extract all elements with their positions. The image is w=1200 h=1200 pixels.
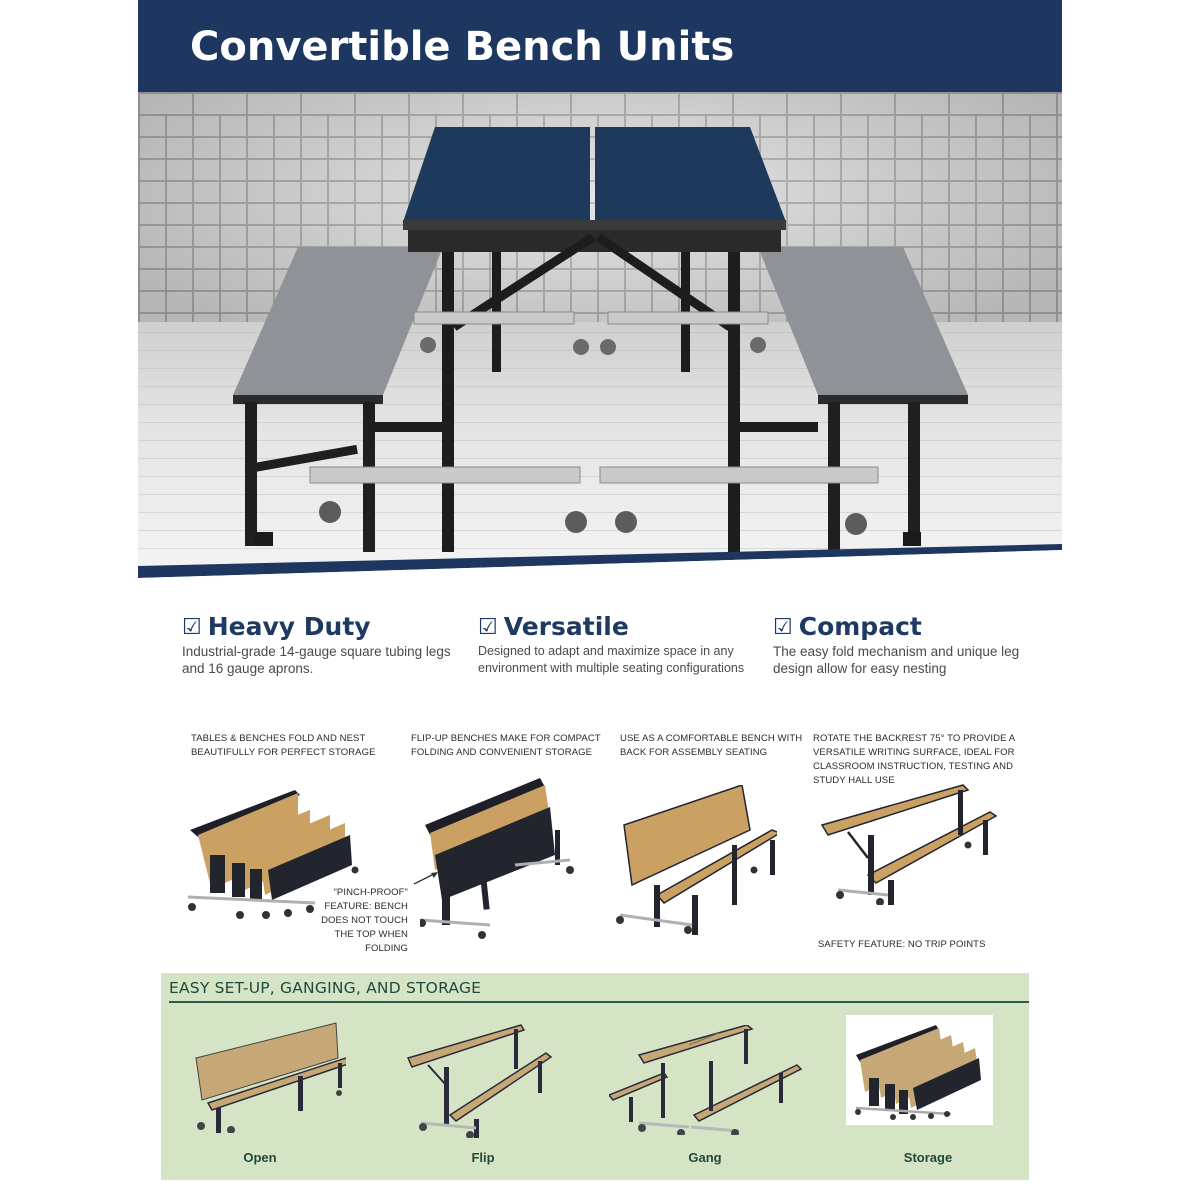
feature-description-line: Designed to adapt and maximize space in … [478,644,734,658]
feature-title: ☑Heavy Duty [182,612,451,643]
feature-description-line: design allow for easy nesting [773,661,947,676]
feature-description-line: environment with multiple seating config… [478,661,745,675]
nested-folded-tables-image [187,790,359,919]
setup-panel-title: EASY SET-UP, GANGING, AND STORAGE [169,979,482,997]
caption-line: USE AS A COMFORTABLE BENCH WITH [620,733,803,744]
callout-line: DOES NOT TOUCH [321,915,408,926]
caption-nested-storage: TABLES & BENCHES FOLD AND NEST BEAUTIFUL… [191,732,376,760]
callout-line: FOLDING [365,943,408,954]
checkbox-icon: ☑ [182,615,202,640]
flip-bench-image [406,1024,553,1138]
caption-line: BEAUTIFULLY FOR PERFECT STORAGE [191,747,376,758]
caption-line: VERSATILE WRITING SURFACE, IDEAL FOR [813,747,1015,758]
feature-title: ☑Compact [773,612,1019,643]
feature-description-line: and 16 gauge aprons. [182,661,314,676]
caption-line: ROTATE THE BACKREST 75° TO PROVIDE A [813,733,1016,744]
caption-line: STUDY HALL USE [813,775,895,786]
feature-title-text: Versatile [503,612,629,641]
caption-writing-surface: ROTATE THE BACKREST 75° TO PROVIDE A VER… [813,732,1015,788]
stored-tables-image [855,1025,981,1120]
feature-title: ☑Versatile [478,612,744,643]
page-title: Convertible Bench Units [190,24,735,70]
setup-label-gang: Gang [688,1150,722,1165]
callout-line: THE TOP WHEN [334,929,408,940]
pinch-proof-callout: "PINCH-PROOF" FEATURE: BENCH DOES NOT TO… [318,886,408,956]
caption-line: FOLDING AND CONVENIENT STORAGE [411,747,593,758]
flip-up-bench-image [420,778,574,939]
header-banner: Convertible Bench Units [138,0,1062,92]
caption-bench-with-back: USE AS A COMFORTABLE BENCH WITH BACK FOR… [620,732,802,760]
writing-surface-bench-image [820,784,998,905]
caption-line: TABLES & BENCHES FOLD AND NEST [191,733,366,744]
bench-with-back-image [616,785,777,935]
feature-versatile: ☑Versatile Designed to adapt and maximiz… [478,612,744,677]
feature-description: Industrial-grade 14-gauge square tubing … [182,643,451,677]
callout-line: "PINCH-PROOF" [333,887,408,898]
feature-title-text: Heavy Duty [207,612,371,641]
checkbox-icon: ☑ [773,615,793,640]
feature-description: Designed to adapt and maximize space in … [478,643,744,677]
feature-heavy-duty: ☑Heavy Duty Industrial-grade 14-gauge sq… [182,612,451,677]
caption-flip-up: FLIP-UP BENCHES MAKE FOR COMPACT FOLDING… [411,732,601,760]
caption-line: CLASSROOM INSTRUCTION, TESTING AND [813,761,1014,772]
setup-panel: EASY SET-UP, GANGING, AND STORAGE Open F… [161,973,1029,1180]
ganged-table-image [609,1025,803,1135]
safety-footnote: SAFETY FEATURE: NO TRIP POINTS [818,939,986,950]
setup-label-flip: Flip [471,1150,495,1165]
feature-description-line: Industrial-grade 14-gauge square tubing … [182,644,451,659]
checkbox-icon: ☑ [478,615,498,640]
bench-table-illustration [138,127,1062,578]
feature-description: The easy fold mechanism and unique leg d… [773,643,1019,677]
setup-label-storage: Storage [903,1150,953,1165]
feature-title-text: Compact [798,612,922,641]
callout-line: FEATURE: BENCH [324,901,408,912]
caption-line: FLIP-UP BENCHES MAKE FOR COMPACT [411,733,601,744]
callout-arrow-icon [413,872,438,885]
setup-panel-divider [169,1001,1029,1003]
storage-image-frame [846,1015,993,1125]
setup-label-open: Open [243,1150,277,1165]
feature-compact: ☑Compact The easy fold mechanism and uni… [773,612,1019,677]
feature-description-line: The easy fold mechanism and unique leg [773,644,1020,659]
hero-photo [138,92,1062,578]
caption-line: BACK FOR ASSEMBLY SEATING [620,747,768,758]
open-bench-image [195,1022,346,1133]
